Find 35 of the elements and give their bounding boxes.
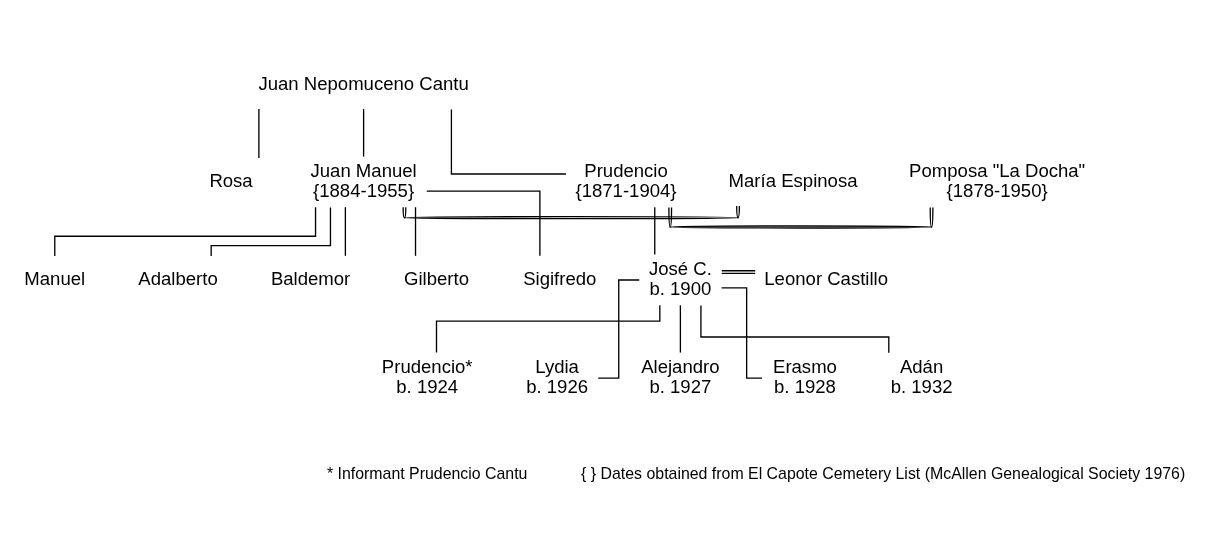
- connector: [414, 206, 417, 257]
- connector: [344, 206, 347, 257]
- node-text: Adalberto: [138, 267, 218, 289]
- connector: [426, 190, 541, 257]
- node-text: Rosa: [209, 169, 253, 191]
- connector: [258, 108, 260, 159]
- node-text: Lydia b. 1926: [526, 356, 589, 397]
- connector: [435, 304, 661, 354]
- connector: [210, 206, 332, 257]
- node-text: José C. b. 1900: [648, 257, 712, 299]
- label: * Informant Prudencio Cantu: [326, 464, 528, 482]
- node-text: Prudencio {1871-1904}: [575, 159, 677, 201]
- connector: [721, 270, 756, 275]
- connector: [54, 206, 317, 257]
- connector: [679, 304, 682, 354]
- connector: [654, 206, 656, 256]
- node-text: Erasmo b. 1928: [773, 356, 837, 397]
- node-text: Gilberto: [404, 267, 469, 289]
- connector: [402, 205, 741, 220]
- node-text: María Espinosa: [728, 169, 858, 191]
- node-text: Leonor Castillo: [764, 267, 889, 289]
- connector: [450, 108, 567, 175]
- node-text: Juan Nepomuceno Cantu: [258, 73, 469, 95]
- label: { } Dates obtained from El Capote Cemetery List (McAllen Genealogical Society 1976): [581, 464, 1186, 482]
- node-text: Sigifredo: [523, 267, 597, 289]
- node-text: Baldemor: [270, 267, 351, 289]
- node-text: Prudencio* b. 1924: [381, 356, 473, 397]
- connector: [362, 108, 365, 158]
- node-text: Juan Manuel {1884-1955}: [310, 159, 417, 201]
- connector: [597, 279, 640, 379]
- connector: [668, 206, 934, 229]
- node-text: Manuel: [24, 267, 86, 289]
- node-text: Pomposa "La Docha" {1878-1950}: [909, 159, 1086, 201]
- node-text: Alejandro b. 1927: [641, 356, 720, 397]
- node-text: Adán b. 1932: [890, 356, 953, 397]
